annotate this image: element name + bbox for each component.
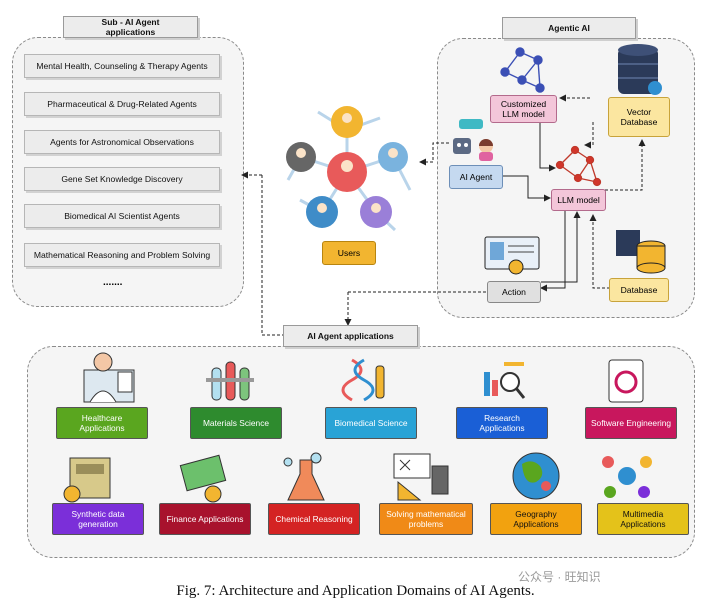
customized-llm-node: Customized LLM model (490, 95, 557, 123)
users-node: Users (322, 241, 376, 265)
app-synthetic-data: Synthetic data generation (52, 503, 144, 535)
ai-agent-node: AI Agent (449, 165, 503, 189)
synthetic-data-icon (63, 457, 111, 503)
users-network-icon (286, 106, 412, 232)
agentic-ai-header: Agentic AI (502, 17, 636, 39)
edge-action-llm (541, 211, 581, 283)
watermark: 公众号 · 旺知识 (518, 570, 601, 584)
database-icon (616, 230, 666, 274)
sub-item-biomedical: Biomedical AI Scientist Agents (24, 204, 220, 228)
action-monitor-icon (484, 236, 540, 275)
app-biomedical-science: Biomedical Science (325, 407, 417, 439)
sub-item-pharmaceutical: Pharmaceutical & Drug-Related Agents (24, 92, 220, 116)
app-healthcare: Healthcare Applications (56, 407, 148, 439)
edge-vector-llm (584, 122, 594, 149)
llm-network-icon (555, 145, 602, 187)
healthcare-doctor-icon (83, 352, 135, 403)
sub-ai-ellipsis: ....... (103, 277, 123, 288)
vector-database-icon (618, 44, 662, 95)
edge-customized-to-llm (539, 122, 556, 172)
app-chemical-reasoning: Chemical Reasoning (268, 503, 360, 535)
edge-users-dash (261, 175, 283, 336)
edge-agent-llm (502, 175, 551, 202)
edge-ai-users (419, 142, 449, 166)
geography-globe-icon (512, 452, 560, 500)
sub-item-astronomical: Agents for Astronomical Observations (24, 130, 220, 154)
app-research: Research Applications (456, 407, 548, 439)
math-calculator-icon (393, 453, 449, 501)
figure-caption: Fig. 7: Architecture and Application Dom… (176, 583, 535, 599)
app-finance: Finance Applications (159, 503, 251, 535)
app-materials-science: Materials Science (190, 407, 282, 439)
sub-item-gene-set: Gene Set Knowledge Discovery (24, 167, 220, 191)
app-geography: Geography Applications (490, 503, 582, 535)
finance-money-icon (179, 454, 227, 503)
chemical-flask-icon (283, 452, 325, 501)
neural-network-icon (500, 47, 545, 93)
database-node: Database (609, 278, 669, 302)
action-node: Action (487, 281, 541, 303)
llm-model-node: LLM model (551, 189, 606, 211)
app-multimedia: Multimedia Applications (597, 503, 689, 535)
vector-database-node: Vector Database (608, 97, 670, 137)
sub-item-math-reasoning: Mathematical Reasoning and Problem Solvi… (24, 243, 220, 267)
edge-llm-vector (605, 139, 646, 191)
app-software-engineering: Software Engineering (585, 407, 677, 439)
materials-test-tubes-icon (206, 361, 254, 401)
ai-applications-header: AI Agent applications (283, 325, 418, 347)
multimedia-icon (602, 456, 652, 498)
edge-llm-action (540, 210, 566, 292)
ai-agent-icon (453, 119, 493, 161)
edge-db-llm (589, 214, 610, 289)
software-code-icon (608, 359, 644, 403)
biomedical-dna-icon (341, 358, 385, 402)
sub-ai-header: Sub - AI Agent applications (63, 16, 198, 38)
sub-item-mental-health: Mental Health, Counseling & Therapy Agen… (24, 54, 220, 78)
app-math-problems: Solving mathematical problems (379, 503, 473, 535)
research-chart-icon (484, 362, 526, 399)
